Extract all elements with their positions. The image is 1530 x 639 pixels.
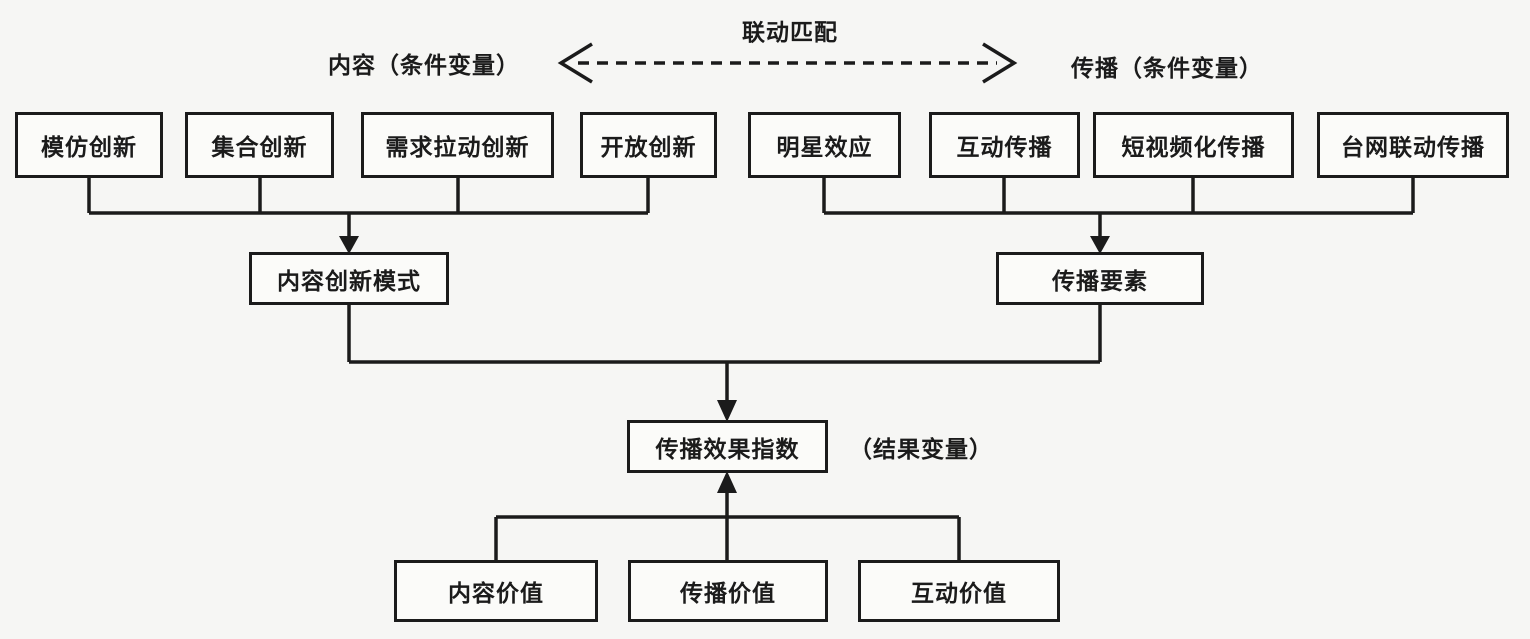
spread-condition-label: 传播（条件变量） [1071, 55, 1263, 81]
arrowhead-down-outcome [717, 400, 737, 422]
node-star-effect: 明星效应 [748, 112, 901, 178]
node-network-linkage-communication: 台网联动传播 [1317, 112, 1509, 178]
node-content-innovation-mode: 内容创新模式 [249, 252, 449, 305]
arrowhead-down-spread [1090, 236, 1110, 254]
content-group-connector [87, 178, 650, 240]
node-interactive-communication: 互动传播 [929, 112, 1080, 178]
node-demand-pull-innovation: 需求拉动创新 [361, 112, 554, 178]
node-communication-effect-index: 传播效果指数 [627, 420, 828, 473]
spread-group-connector [822, 178, 1415, 240]
values-merge-connector [494, 490, 961, 560]
mid-merge-connector [347, 305, 1102, 404]
linkage-dashed-arrow [557, 42, 1018, 84]
arrowhead-up-outcome [717, 471, 737, 493]
linkage-match-label: 联动匹配 [742, 19, 838, 45]
node-short-video-communication: 短视频化传播 [1093, 112, 1294, 178]
node-open-innovation: 开放创新 [580, 112, 717, 178]
node-content-value: 内容价值 [394, 560, 598, 622]
node-aggregation-innovation: 集合创新 [185, 112, 334, 178]
node-communication-value: 传播价值 [628, 560, 828, 622]
node-imitation-innovation: 模仿创新 [15, 112, 163, 178]
content-condition-label: 内容（条件变量） [328, 52, 520, 78]
arrowhead-down-content [339, 236, 359, 254]
node-interaction-value: 互动价值 [858, 560, 1060, 622]
result-variable-label: （结果变量） [849, 436, 993, 462]
node-communication-elements: 传播要素 [996, 252, 1204, 305]
